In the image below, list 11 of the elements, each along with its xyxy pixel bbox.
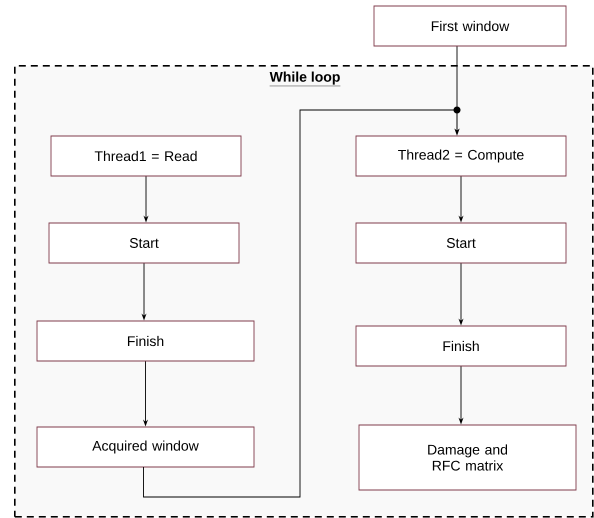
frame-heading: While loop — [269, 72, 341, 86]
process-box: Start — [356, 222, 566, 264]
process-box: Damage and RFC matrix — [358, 424, 576, 490]
process-box: Acquired window — [36, 426, 254, 468]
process-box: Thread2 = Compute — [356, 136, 566, 176]
arrow — [143, 110, 460, 498]
process-box: Start — [48, 222, 240, 264]
process-box: Finish — [36, 320, 254, 362]
process-box: First window — [374, 6, 566, 46]
process-box: Finish — [356, 326, 566, 366]
process-box: Thread1 = Read — [50, 136, 242, 176]
